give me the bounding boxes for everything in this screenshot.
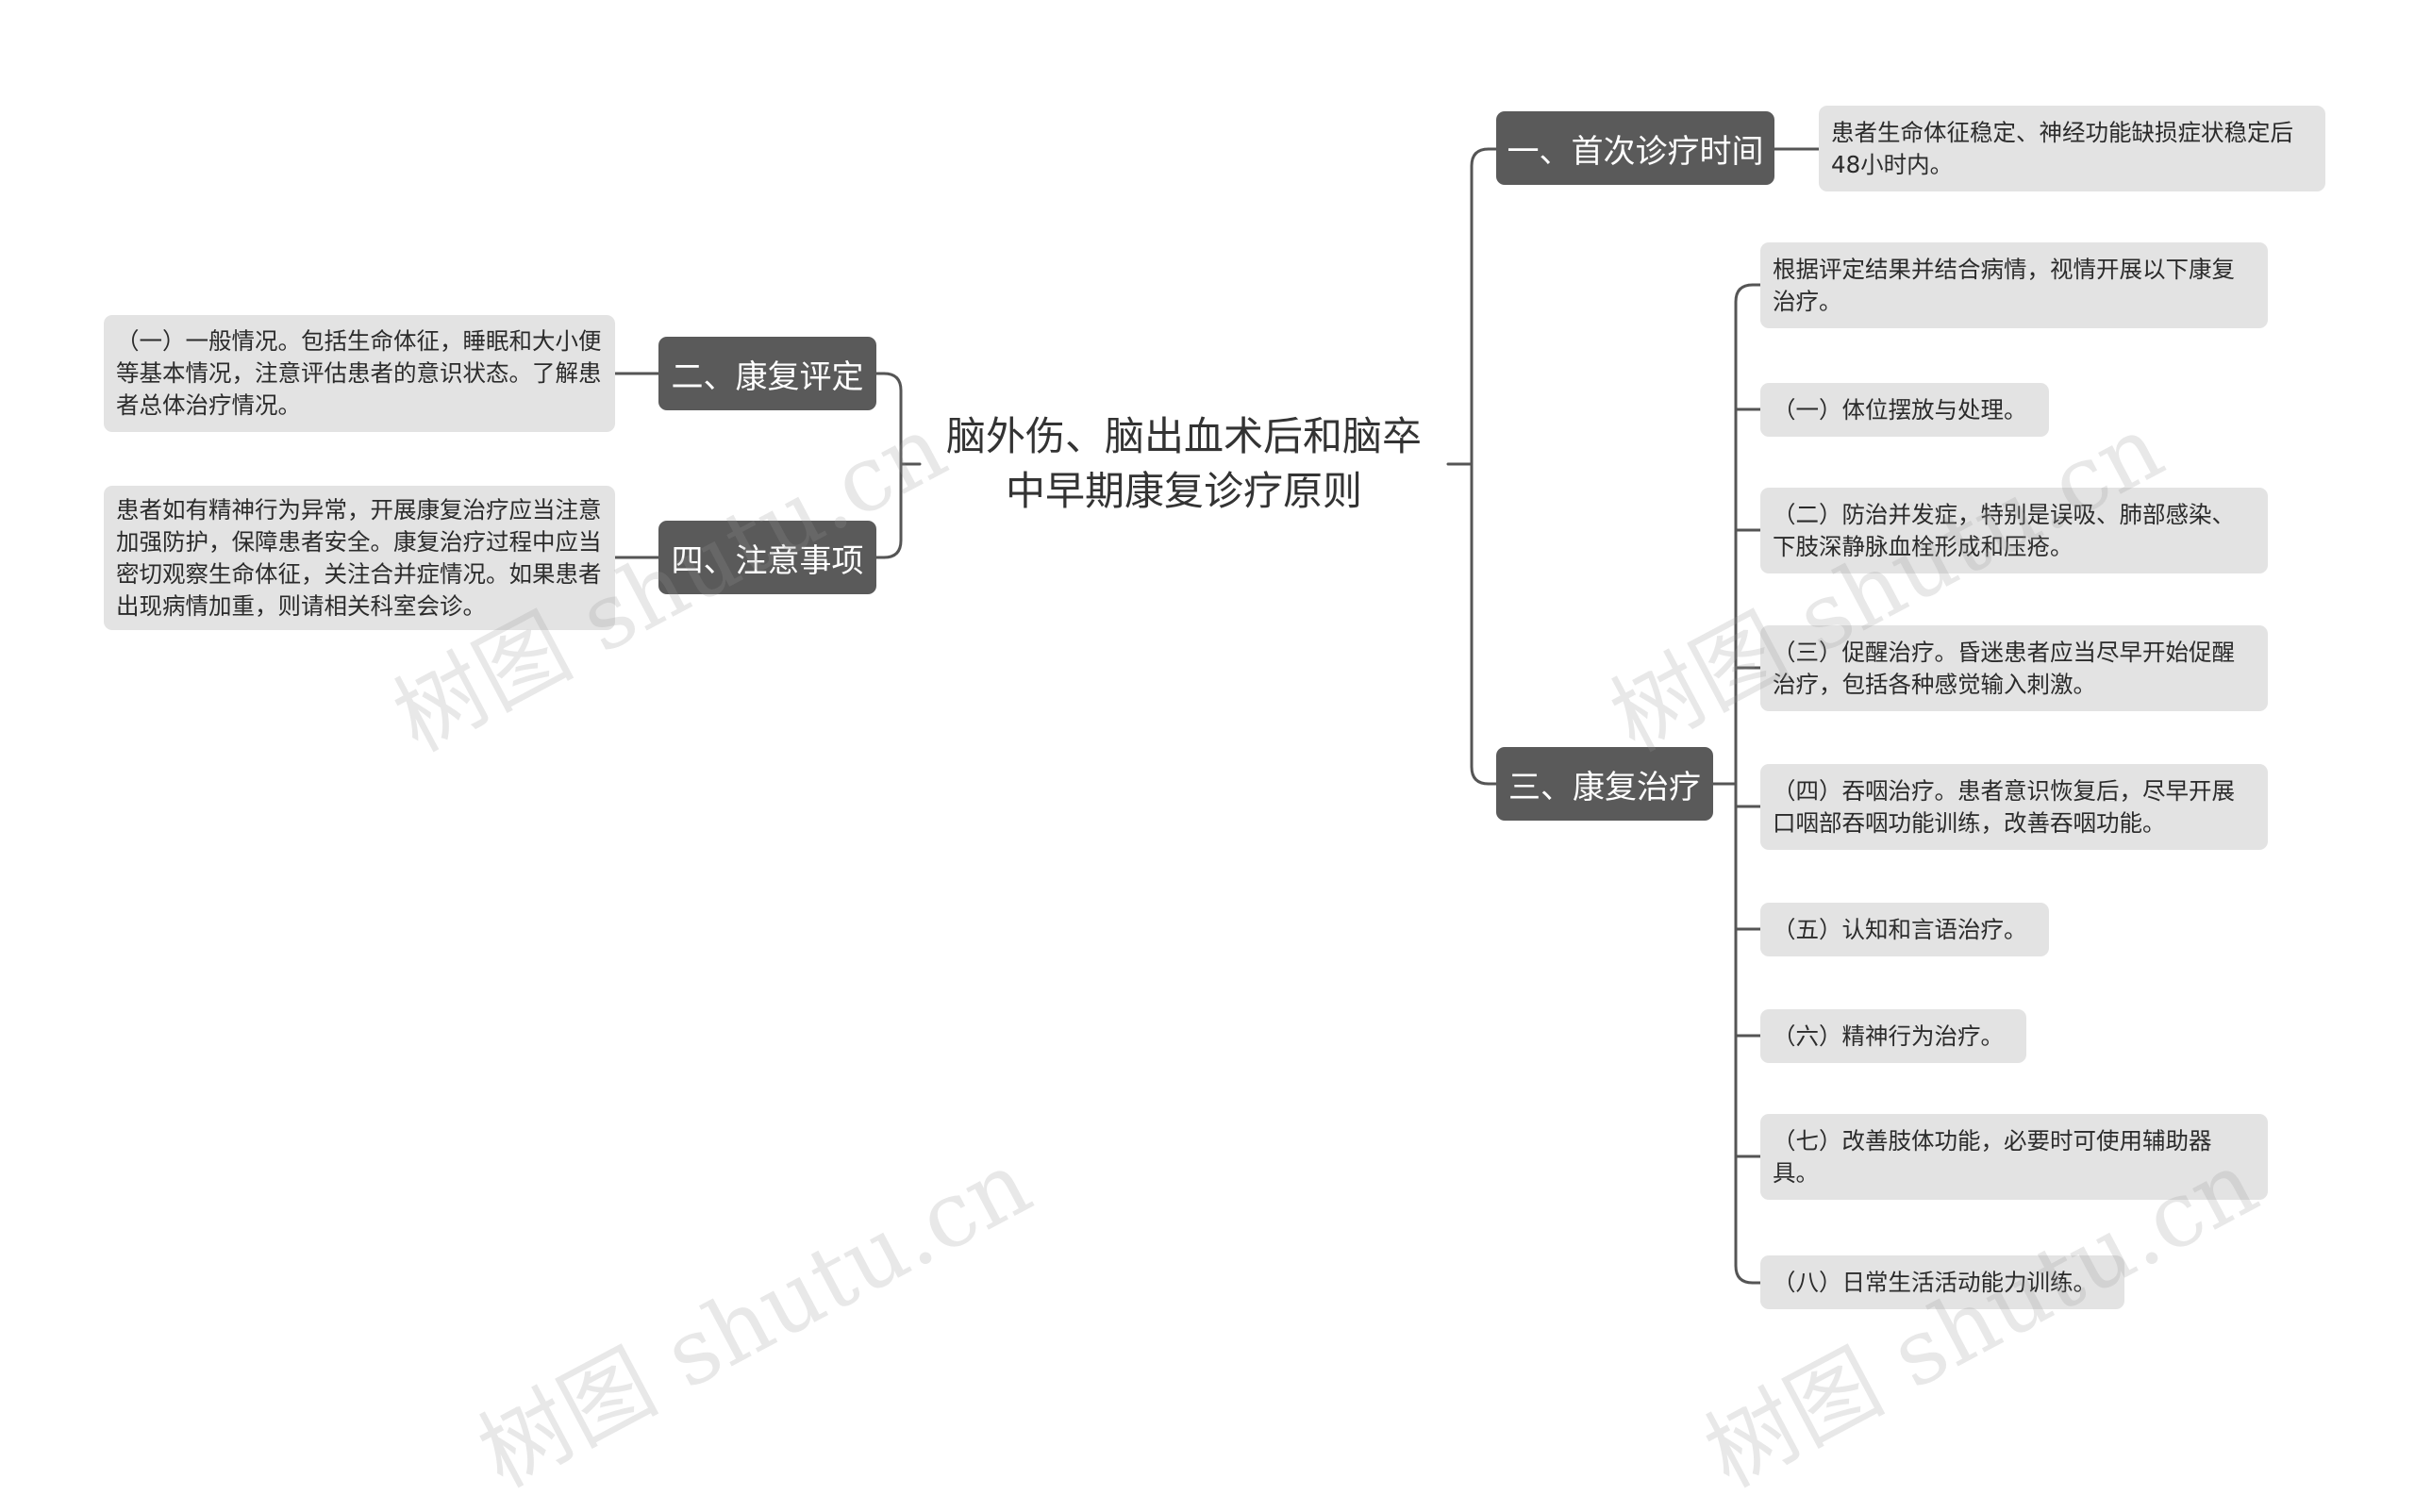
leaf-treatment-intro[interactable]: 根据评定结果并结合病情，视情开展以下康复治疗。 [1760,242,2268,328]
branch-precautions[interactable]: 四、注意事项 [658,521,876,594]
connector-left-trunk [882,372,903,559]
leaf-treatment-2[interactable]: （二）防治并发症，特别是误吸、肺部感染、下肢深静脉血栓形成和压疮。 [1760,488,2268,573]
leaf-text: （一）一般情况。包括生命体征，睡眠和大小便等基本情况，注意评估患者的意识状态。了… [116,327,602,419]
leaf-text: （四）吞咽治疗。患者意识恢复后，尽早开展口咽部吞咽功能训练，改善吞咽功能。 [1773,776,2235,837]
connector-b3-trunk [1734,283,1755,1285]
leaf-text: （六）精神行为治疗。 [1773,1022,2004,1050]
leaf-text: （五）认知和言语治疗。 [1773,915,2027,943]
leaf-treatment-4[interactable]: （四）吞咽治疗。患者意识恢复后，尽早开展口咽部吞咽功能训练，改善吞咽功能。 [1760,764,2268,850]
leaf-treatment-5[interactable]: （五）认知和言语治疗。 [1760,903,2049,956]
branch-rehab-treatment[interactable]: 三、康复治疗 [1496,747,1713,821]
branch-label: 三、康复治疗 [1508,768,1701,806]
connector-right-trunk [1470,147,1491,786]
connector-lines [613,147,1821,1285]
leaf-treatment-1[interactable]: （一）体位摆放与处理。 [1760,383,2049,437]
leaf-treatment-7[interactable]: （七）改善肢体功能，必要时可使用辅助器具。 [1760,1114,2268,1200]
branch-label: 四、注意事项 [671,541,864,580]
branch-first-visit-time[interactable]: 一、首次诊疗时间 [1496,111,1774,185]
leaf-text: （二）防治并发症，特别是误吸、肺部感染、下肢深静脉血栓形成和压疮。 [1773,500,2235,560]
leaf-text: （七）改善肢体功能，必要时可使用辅助器具。 [1773,1126,2212,1187]
leaf-first-visit-time[interactable]: 患者生命体征稳定、神经功能缺损症状稳定后48小时内。 [1819,106,2325,191]
leaf-text: （八）日常生活活动能力训练。 [1773,1268,2096,1296]
leaf-text: 根据评定结果并结合病情，视情开展以下康复治疗。 [1773,255,2235,315]
branch-rehab-assessment[interactable]: 二、康复评定 [658,337,876,410]
branch-label: 二、康复评定 [671,357,864,396]
leaf-text: 患者如有精神行为异常，开展康复治疗应当注意加强防护，保障患者安全。康复治疗过程中… [116,495,602,620]
leaf-precautions[interactable]: 患者如有精神行为异常，开展康复治疗应当注意加强防护，保障患者安全。康复治疗过程中… [104,486,615,630]
leaf-treatment-3[interactable]: （三）促醒治疗。昏迷患者应当尽早开始促醒治疗，包括各种感觉输入刺激。 [1760,625,2268,711]
root-topic-label: 脑外伤、脑出血术后和脑卒中早期康复诊疗原则 [945,413,1422,514]
branch-label: 一、首次诊疗时间 [1507,132,1764,171]
leaf-text: （一）体位摆放与处理。 [1773,395,2027,424]
leaf-treatment-6[interactable]: （六）精神行为治疗。 [1760,1009,2026,1063]
leaf-text: （三）促醒治疗。昏迷患者应当尽早开始促醒治疗，包括各种感觉输入刺激。 [1773,638,2235,698]
leaf-text: 患者生命体征稳定、神经功能缺损症状稳定后48小时内。 [1831,118,2293,178]
root-topic[interactable]: 脑外伤、脑出血术后和脑卒中早期康复诊疗原则 [929,404,1439,524]
leaf-treatment-8[interactable]: （八）日常生活活动能力训练。 [1760,1255,2124,1309]
leaf-general-condition[interactable]: （一）一般情况。包括生命体征，睡眠和大小便等基本情况，注意评估患者的意识状态。了… [104,315,615,432]
